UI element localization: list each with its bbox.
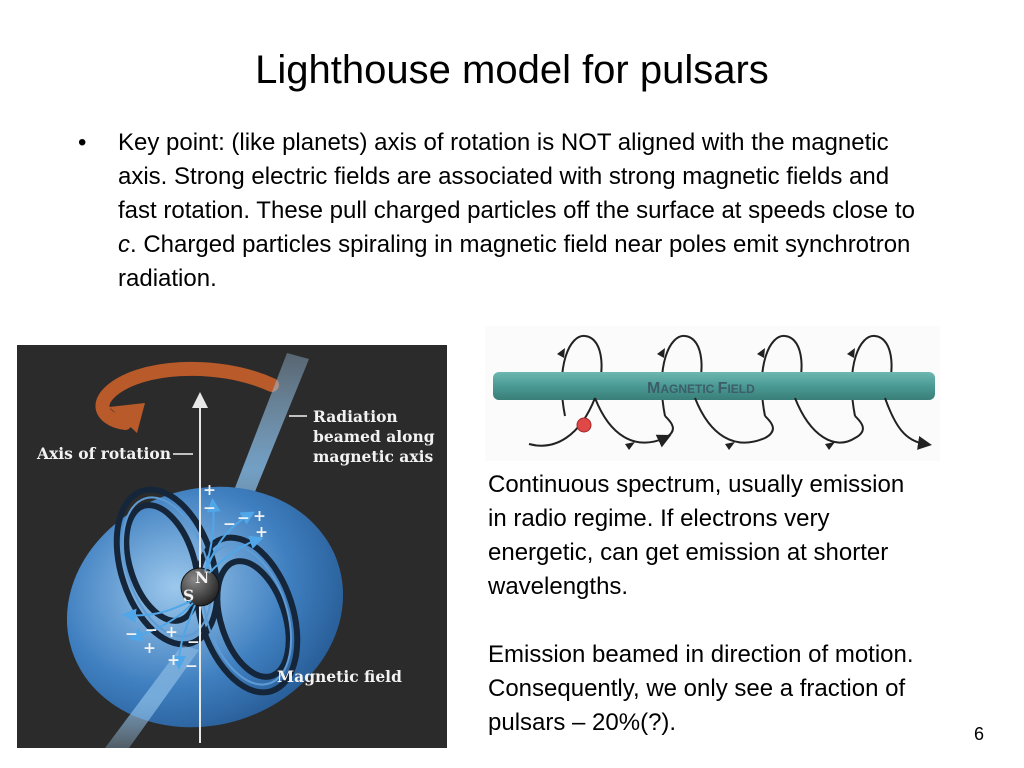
bullet-text-part-1: Key point: (like planets) axis of rotati…: [118, 129, 915, 224]
svg-text:+: +: [255, 522, 268, 541]
axis-of-rotation-label: Axis of rotation: [36, 444, 171, 463]
svg-text:−: −: [203, 498, 216, 517]
pulsar-diagram: N S + − − − + + − − + + − + − Axis: [36, 353, 435, 748]
svg-text:−: −: [187, 632, 200, 651]
particle-trajectories: [122, 498, 264, 670]
svg-text:−: −: [237, 508, 250, 527]
page-number: 6: [973, 724, 984, 744]
svg-text:+: +: [143, 638, 156, 657]
svg-text:−: −: [185, 656, 198, 675]
magnetic-field-diagram: MAGNETIC FIELD: [493, 334, 935, 450]
radiation-beam-lower: [105, 645, 199, 748]
rotation-arrow-icon: [95, 361, 279, 433]
magnetic-field-spiral-figure: MAGNETIC FIELD: [485, 326, 940, 461]
svg-text:−: −: [223, 514, 236, 533]
beaming-description-line-3: pulsars – 20%(?).: [488, 709, 677, 736]
svg-text:+: +: [167, 650, 180, 669]
speed-of-light-symbol: c: [118, 231, 130, 258]
radiation-label-line3: magnetic axis: [313, 447, 433, 466]
bullet-paragraph: • Key point: (like planets) axis of rota…: [78, 126, 938, 296]
bullet-marker: •: [78, 129, 87, 156]
bullet-text-part-2: . Charged particles spiraling in magneti…: [118, 231, 911, 292]
magnetic-field-label: Magnetic field: [277, 667, 402, 686]
beaming-description-line-2: Consequently, we only see a fraction of: [488, 675, 906, 702]
radiation-label-line1: Radiation: [313, 407, 398, 426]
svg-text:+: +: [203, 480, 216, 499]
svg-text:−: −: [145, 620, 158, 639]
magnetic-field-label: MAGNETIC FIELD: [647, 380, 755, 397]
spiral-front: [528, 397, 932, 450]
svg-text:+: +: [165, 622, 178, 641]
north-pole-label: N: [195, 568, 209, 587]
bullet-text: Key point: (like planets) axis of rotati…: [118, 126, 928, 296]
charge-signs: + − − − + + − − + + − + −: [125, 480, 268, 675]
slide-title: Lighthouse model for pulsars: [255, 48, 769, 92]
beaming-description: Emission beamed in direction of motion. …: [488, 638, 1008, 740]
svg-text:+: +: [253, 506, 266, 525]
magnetic-field-tube: [493, 372, 935, 400]
neutron-star: [180, 567, 220, 607]
spectrum-description: Continuous spectrum, usually emission in…: [488, 471, 905, 600]
svg-text:−: −: [125, 624, 138, 643]
beaming-description-line-1: Emission beamed in direction of motion.: [488, 641, 914, 668]
charged-particle: [576, 417, 592, 433]
south-pole-label: S: [183, 586, 194, 605]
spiral-direction-arrows: [557, 348, 855, 450]
pulsar-lighthouse-figure: N S + − − − + + − − + + − + − Axis: [17, 345, 447, 748]
radiation-label-line2: beamed along: [313, 427, 435, 446]
